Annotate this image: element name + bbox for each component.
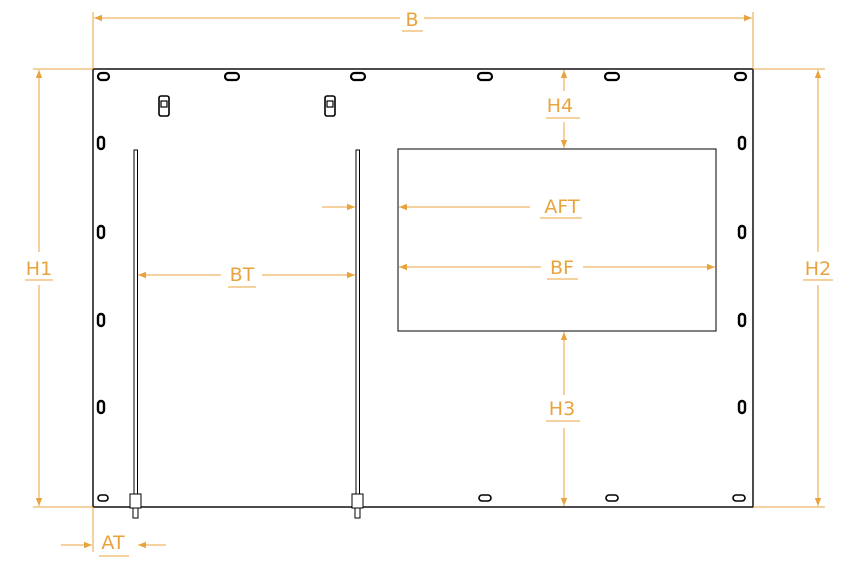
bottom-slots — [97, 494, 746, 502]
dimension-h3: H3 — [546, 332, 580, 506]
dimension-aft: AFT — [322, 196, 582, 219]
right-side-slots — [737, 135, 747, 415]
latch-left — [158, 95, 170, 117]
left-side-slots — [96, 135, 106, 415]
label-at: AT — [101, 532, 125, 554]
label-bt: BT — [230, 264, 255, 286]
top-slots — [96, 71, 748, 82]
label-h4: H4 — [547, 95, 573, 117]
label-h3: H3 — [549, 398, 575, 420]
label-aft: AFT — [544, 196, 580, 218]
label-h1: H1 — [26, 258, 52, 280]
dimension-h2: H2 — [753, 68, 833, 508]
label-b: B — [405, 9, 418, 31]
dimension-bf: BF — [399, 257, 715, 280]
dimension-h1: H1 — [25, 68, 93, 508]
label-bf: BF — [550, 257, 574, 279]
dimension-bt: BT — [138, 264, 355, 288]
label-h2: H2 — [805, 258, 831, 280]
latch-right — [324, 95, 336, 117]
dimension-h4: H4 — [546, 70, 580, 148]
window-cutout — [397, 148, 717, 332]
dimension-b: B — [92, 9, 754, 69]
hinge-rod-left — [129, 149, 142, 519]
hinge-rod-right — [351, 149, 364, 519]
dimension-at: AT — [61, 507, 166, 557]
panel-outline — [92, 68, 754, 508]
